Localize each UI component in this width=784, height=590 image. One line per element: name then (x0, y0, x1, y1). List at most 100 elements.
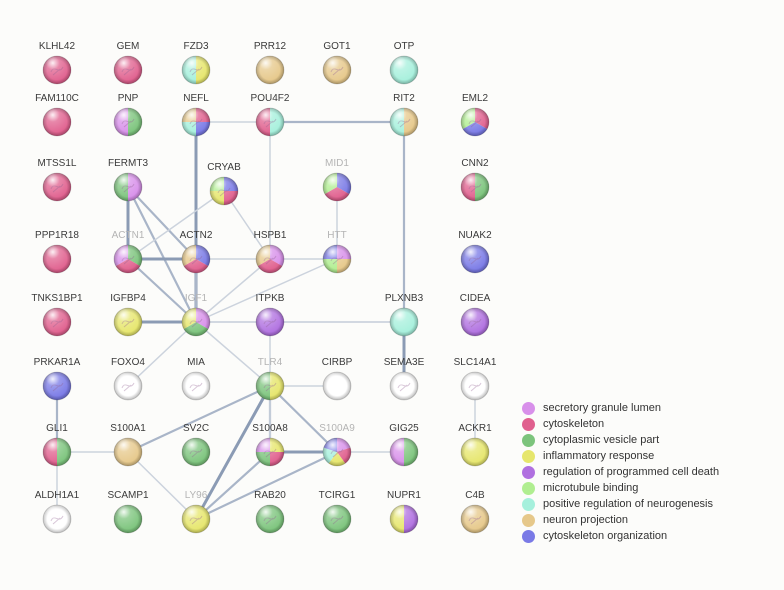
node-outline (113, 244, 143, 274)
node-fzd3[interactable]: FZD3 (181, 41, 211, 85)
node-pnp[interactable]: PNP (113, 93, 143, 137)
node-actn2[interactable]: ACTN2 (180, 230, 213, 274)
node-gli1[interactable]: GLI1 (42, 423, 72, 467)
node-sheen (114, 505, 142, 533)
node-fermt3[interactable]: FERMT3 (108, 158, 148, 202)
node-tcirg1[interactable]: TCIRG1 (319, 490, 356, 534)
node-label: OTP (394, 41, 415, 52)
legend-swatch (522, 433, 535, 447)
node-mia[interactable]: MIA (181, 357, 211, 401)
node-htt[interactable]: HTT (322, 230, 352, 274)
node-label: SV2C (183, 423, 209, 434)
edge-igf1-tlr4 (195, 321, 271, 387)
node-label: S100A1 (110, 423, 146, 434)
node-sheen (182, 245, 210, 273)
node-gig25[interactable]: GIG25 (389, 423, 419, 467)
node-outline (42, 307, 72, 337)
node-fam110c[interactable]: FAM110C (35, 93, 79, 137)
node-sheen (43, 173, 71, 201)
node-outline (181, 307, 211, 337)
node-rit2[interactable]: RIT2 (389, 93, 419, 137)
node-sheen (461, 173, 489, 201)
node-nefl[interactable]: NEFL (181, 93, 211, 137)
node-cirbp[interactable]: CIRBP (322, 357, 353, 401)
edge-cryab-actn1 (127, 190, 225, 260)
node-sheen (114, 173, 142, 201)
node-label: TLR4 (258, 357, 283, 368)
node-nupr1[interactable]: NUPR1 (387, 490, 421, 534)
node-ackr1[interactable]: ACKR1 (458, 423, 492, 467)
legend-label: neuron projection (543, 514, 629, 526)
node-s100a9[interactable]: S100A9 (319, 423, 355, 467)
node-outline (42, 371, 72, 401)
node-igfbp4[interactable]: IGFBP4 (110, 293, 146, 337)
edge-fermt3-igf1 (126, 185, 198, 324)
node-cryab[interactable]: CRYAB (207, 162, 241, 206)
node-igf1[interactable]: IGF1 (181, 293, 211, 337)
node-rab20[interactable]: RAB20 (254, 490, 286, 534)
node-c4b[interactable]: C4B (460, 490, 490, 534)
node-s100a1[interactable]: S100A1 (110, 423, 146, 467)
node-slc14a1[interactable]: SLC14A1 (454, 357, 497, 401)
node-sheen (182, 505, 210, 533)
node-nuak2[interactable]: NUAK2 (458, 230, 492, 274)
edge-s100a1-ly96 (127, 451, 197, 520)
legend-label: regulation of programmed cell death (543, 466, 720, 478)
node-scamp1[interactable]: SCAMP1 (107, 490, 149, 534)
node-outline (389, 307, 419, 337)
node-mid1[interactable]: MID1 (322, 158, 352, 202)
node-prkar1a[interactable]: PRKAR1A (34, 357, 81, 401)
node-sheen (256, 245, 284, 273)
node-ppp1r18[interactable]: PPP1R18 (35, 230, 79, 274)
node-hspb1[interactable]: HSPB1 (254, 230, 287, 274)
legend-swatch (522, 417, 535, 431)
node-label: MIA (187, 357, 205, 368)
node-label: HSPB1 (254, 230, 287, 241)
node-label: MTSS1L (38, 158, 77, 169)
node-outline (113, 504, 143, 534)
node-foxo4[interactable]: FOXO4 (111, 357, 145, 401)
node-cnn2[interactable]: CNN2 (460, 158, 490, 202)
node-sheen (114, 372, 142, 400)
node-label: GLI1 (46, 423, 68, 434)
node-sv2c[interactable]: SV2C (181, 423, 211, 467)
node-ly96[interactable]: LY96 (181, 490, 211, 534)
node-outline (322, 244, 352, 274)
node-mtss1l[interactable]: MTSS1L (38, 158, 77, 202)
node-sheen (43, 505, 71, 533)
legend-item: regulation of programmed cell death (522, 464, 719, 480)
node-eml2[interactable]: EML2 (460, 93, 490, 137)
node-outline (113, 55, 143, 85)
node-sheen (256, 505, 284, 533)
node-outline (113, 172, 143, 202)
node-label: GIG25 (389, 423, 419, 434)
node-cidea[interactable]: CIDEA (460, 293, 491, 337)
node-tnks1bp1[interactable]: TNKS1BP1 (31, 293, 83, 337)
node-tlr4[interactable]: TLR4 (255, 357, 285, 401)
legend-item: cytoplasmic vesicle part (522, 432, 719, 448)
node-aldh1a1[interactable]: ALDH1A1 (35, 490, 80, 534)
node-label: POU4F2 (251, 93, 290, 104)
node-outline (113, 107, 143, 137)
node-label: ALDH1A1 (35, 490, 80, 501)
node-sheen (390, 56, 418, 84)
edge-htt-igf1 (195, 258, 338, 323)
edge-tlr4-s100a1 (126, 384, 272, 454)
node-got1[interactable]: GOT1 (322, 41, 352, 85)
node-gem[interactable]: GEM (113, 41, 143, 85)
node-outline (460, 307, 490, 337)
node-sheen (114, 245, 142, 273)
node-sema3e[interactable]: SEMA3E (384, 357, 425, 401)
node-prr12[interactable]: PRR12 (254, 41, 287, 85)
node-pou4f2[interactable]: POU4F2 (251, 93, 290, 137)
node-klhl42[interactable]: KLHL42 (39, 41, 76, 85)
node-s100a8[interactable]: S100A8 (252, 423, 288, 467)
node-sheen (256, 308, 284, 336)
node-otp[interactable]: OTP (389, 41, 419, 85)
node-plxnb3[interactable]: PLXNB3 (385, 293, 424, 337)
legend-label: inflammatory response (543, 450, 655, 462)
node-label: FAM110C (35, 93, 79, 104)
node-itpkb[interactable]: ITPKB (256, 293, 285, 337)
node-actn1[interactable]: ACTN1 (112, 230, 145, 274)
